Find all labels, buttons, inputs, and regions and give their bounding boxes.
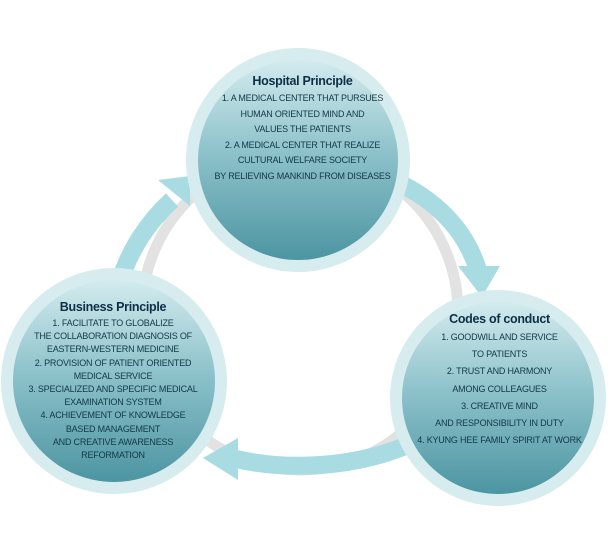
- arrow-hospital-to-codes: [393, 173, 500, 297]
- hospital-line: 2. A medical center that realize: [224, 139, 381, 150]
- circle-hospital: [186, 48, 410, 272]
- codes-line: and responsibility in duty: [435, 418, 564, 429]
- business-line: reformation: [81, 450, 145, 461]
- codes-line: 3. Creative mind: [461, 400, 538, 411]
- business-line: Eastern-Western medicine: [46, 344, 180, 355]
- circle-codes: [390, 290, 606, 506]
- business-line: based management: [65, 423, 161, 434]
- codes-of-conduct-node: Codes of conduct 1. Goodwill and service…: [412, 312, 587, 449]
- business-line: and creative awareness: [52, 436, 174, 447]
- hospital-principle-title: Hospital Principle: [252, 74, 353, 88]
- business-line: 3. Specialized and specific medical: [28, 384, 198, 395]
- hospital-line: values the patients: [254, 124, 351, 135]
- arrow-codes-to-business: [203, 435, 414, 480]
- business-line: 2. Provision of patient oriented: [34, 357, 192, 368]
- business-line: medical service: [73, 370, 153, 381]
- business-line: examination system: [64, 397, 162, 408]
- hospital-line: human oriented mind and: [240, 108, 365, 119]
- hospital-principle-node: Hospital Principle 1. A medical center t…: [205, 74, 400, 185]
- hospital-line: cultural welfare society: [237, 155, 368, 166]
- codes-line: 1. Goodwill and service: [441, 332, 558, 342]
- codes-line: 2. Trust and harmony: [446, 366, 553, 377]
- business-line: the collaboration diagnosis of: [34, 331, 192, 342]
- business-line: 4. Achievement of knowledge: [40, 410, 186, 421]
- hospital-line: 1. A medical center that pursues: [221, 93, 384, 103]
- codes-line: to patients: [471, 349, 528, 360]
- circle-business: [1, 268, 227, 494]
- codes-line: among colleagues: [452, 383, 547, 394]
- codes-of-conduct-title: Codes of conduct: [449, 312, 550, 326]
- business-principle-node: Business Principle 1. Facilitate to glob…: [18, 300, 208, 462]
- hospital-line: by relieving mankind from diseases: [214, 170, 391, 181]
- business-principle-title: Business Principle: [59, 300, 167, 314]
- business-line: 1. Facilitate to globalize: [52, 318, 174, 328]
- codes-line: 4. Kyung Hee family spirit at work: [417, 435, 582, 446]
